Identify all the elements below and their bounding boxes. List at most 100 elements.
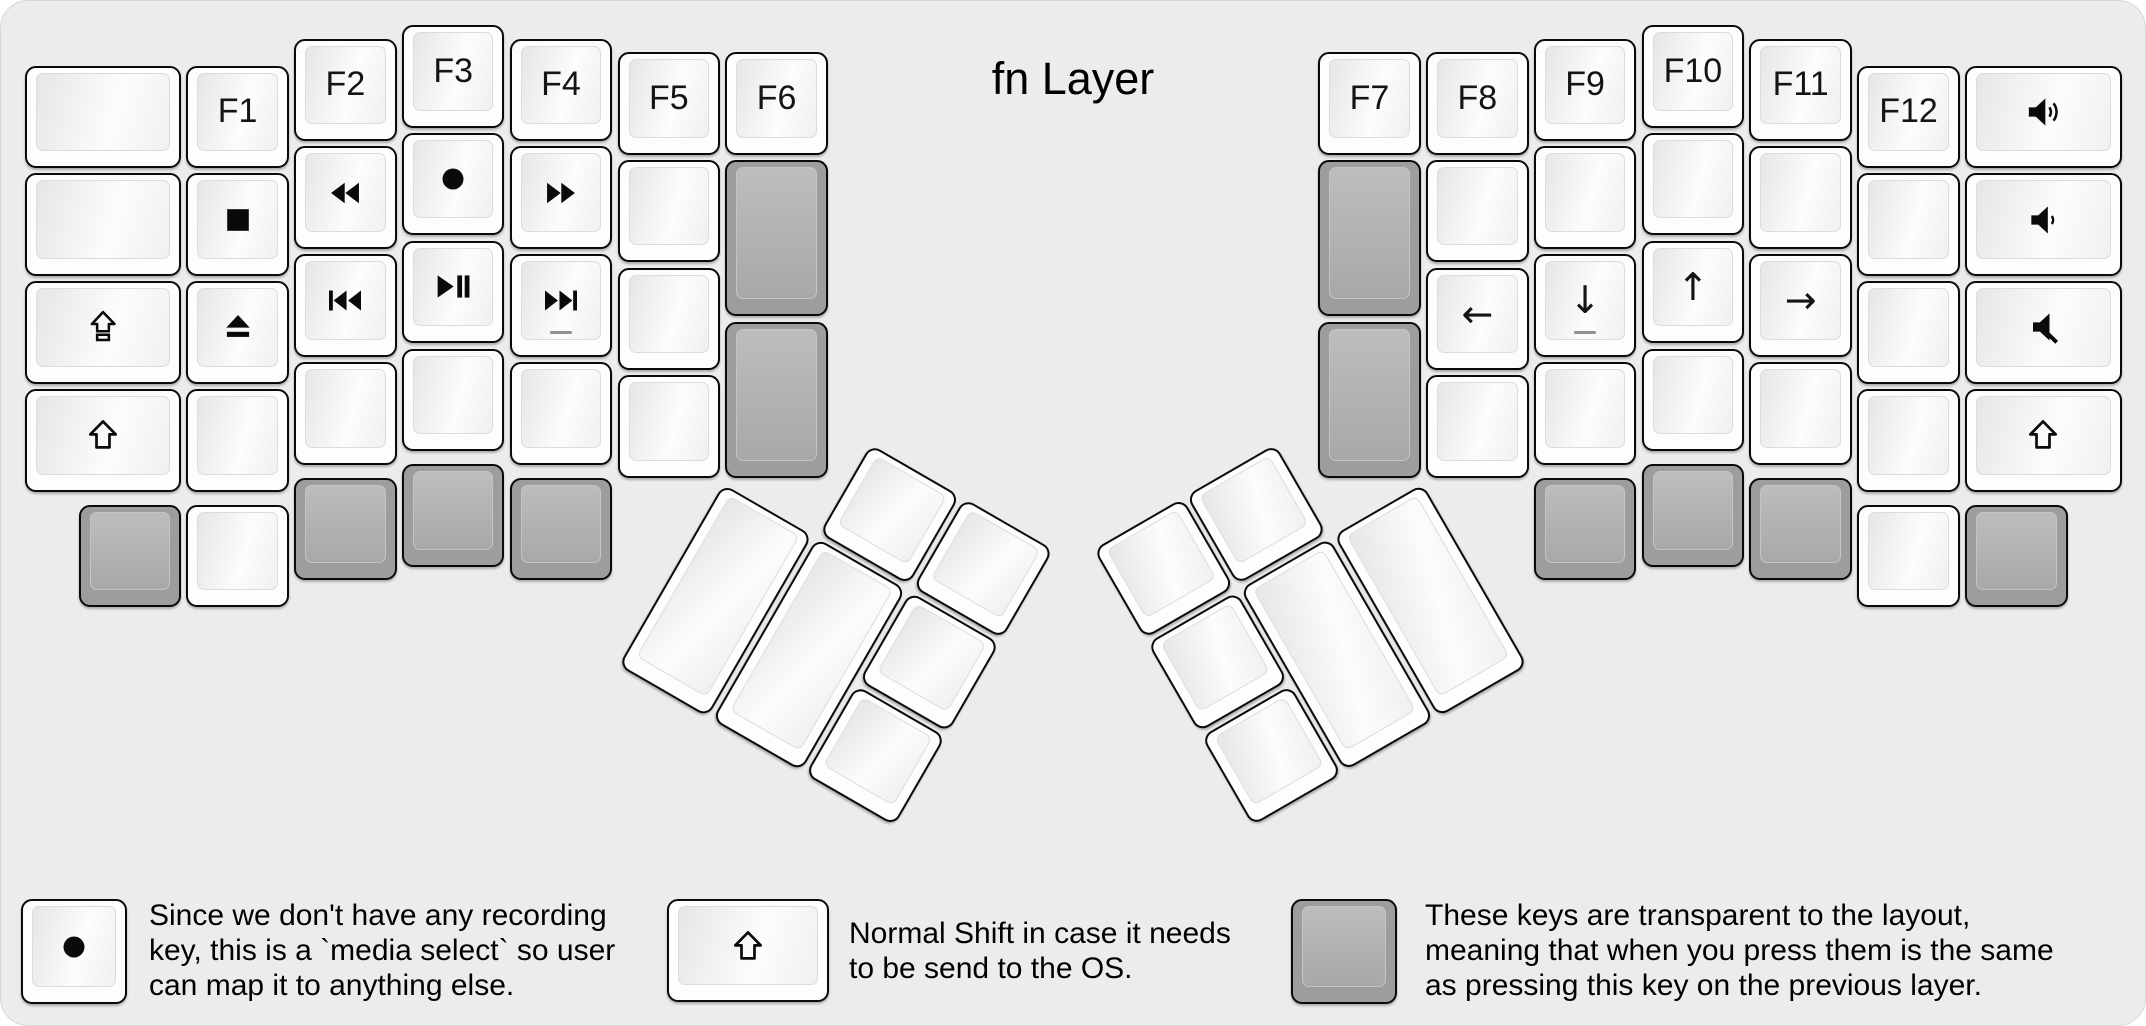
record-icon — [56, 929, 92, 965]
key-transparent[interactable] — [1318, 321, 1421, 479]
key-prev-track[interactable] — [294, 254, 397, 357]
key-blank[interactable] — [186, 388, 289, 492]
key-play-pause[interactable] — [401, 240, 505, 344]
key-fast-forward[interactable] — [509, 146, 613, 249]
key-stop[interactable] — [186, 173, 289, 276]
key-label: F4 — [541, 65, 581, 104]
keycap-face — [35, 72, 171, 152]
keycap-face: F7 — [1329, 59, 1410, 138]
key-mute[interactable] — [1965, 281, 2122, 384]
key-f9[interactable]: F9 — [1533, 38, 1637, 142]
key-transparent[interactable] — [1641, 464, 1745, 567]
key-f3[interactable]: F3 — [401, 25, 505, 128]
key-blank[interactable] — [1857, 173, 1960, 276]
key-transparent[interactable] — [725, 321, 828, 479]
key-label: F11 — [1772, 65, 1829, 104]
key-f11[interactable]: F11 — [1749, 38, 1852, 142]
key-blank[interactable] — [24, 173, 182, 276]
key-blank[interactable] — [1426, 159, 1529, 263]
key-blank[interactable] — [509, 361, 613, 465]
key-f6[interactable]: F6 — [725, 52, 828, 155]
keycap-face: ← — [1437, 274, 1518, 354]
caption-line: meaning that when you press them is the … — [1425, 934, 2054, 967]
eject-icon — [220, 309, 256, 345]
keycap-face: F10 — [1652, 32, 1734, 111]
keycap-face — [520, 261, 602, 340]
keycap-face: F12 — [1868, 72, 1949, 152]
key-eject[interactable] — [186, 281, 289, 384]
key-f12[interactable]: F12 — [1857, 65, 1960, 169]
key-f4[interactable]: F4 — [509, 38, 613, 142]
key-blank[interactable] — [1857, 281, 1960, 384]
key-arrow-up[interactable]: ↑ — [1641, 240, 1745, 344]
key-transparent[interactable] — [1749, 477, 1852, 581]
key-record[interactable] — [401, 132, 505, 236]
keycap-face — [628, 382, 710, 462]
key-caps-lock[interactable] — [24, 281, 182, 384]
prev-icon — [325, 282, 365, 319]
caption-line: to be send to the OS. — [849, 952, 1133, 985]
key-shift[interactable] — [1965, 388, 2122, 492]
keycap-face — [197, 395, 278, 475]
key-blank[interactable] — [1857, 504, 1960, 608]
key-label: → — [1784, 278, 1817, 323]
key-f5[interactable]: F5 — [617, 52, 721, 155]
keycap-face — [520, 153, 602, 232]
key-blank[interactable] — [186, 504, 289, 608]
keycap-face — [1437, 382, 1518, 462]
caption-line: key, this is a `media select` so user — [149, 934, 616, 967]
key-blank[interactable] — [617, 375, 721, 479]
key-blank[interactable] — [1533, 361, 1637, 465]
legend-transparent-keys-caption: These keys are transparent to the layout… — [1425, 898, 2054, 1003]
key-blank[interactable] — [1749, 146, 1852, 249]
key-blank[interactable] — [401, 348, 505, 452]
key-f8[interactable]: F8 — [1426, 52, 1529, 155]
keycap-face: F11 — [1760, 45, 1841, 125]
key-volume-down[interactable] — [1965, 173, 2122, 276]
key-transparent[interactable] — [78, 504, 182, 608]
key-f2[interactable]: F2 — [294, 38, 397, 142]
shift-icon — [729, 927, 767, 965]
key-blank[interactable] — [1641, 132, 1745, 236]
key-blank[interactable] — [617, 267, 721, 371]
key-blank[interactable] — [24, 65, 182, 169]
key-arrow-right[interactable]: → — [1749, 254, 1852, 357]
voldown-icon — [2023, 200, 2063, 240]
key-blank[interactable] — [294, 361, 397, 465]
keycap-face — [32, 906, 116, 987]
keycap-face: ↑ — [1652, 247, 1734, 327]
key-arrow-down[interactable]: ↓ — [1533, 254, 1637, 357]
key-transparent[interactable] — [509, 477, 613, 581]
keycap-face — [736, 166, 817, 300]
key-rewind[interactable] — [294, 146, 397, 249]
key-arrow-left[interactable]: ← — [1426, 267, 1529, 371]
key-blank[interactable] — [1533, 146, 1637, 249]
keycap-face — [305, 368, 386, 448]
keycap-face — [1976, 395, 2111, 475]
key-blank[interactable] — [1426, 375, 1529, 479]
volup-icon — [2023, 92, 2063, 132]
key-transparent[interactable] — [725, 159, 828, 317]
key-transparent[interactable] — [401, 464, 505, 567]
key-f7[interactable]: F7 — [1318, 52, 1421, 155]
keycap-face — [412, 471, 494, 550]
key-next-track[interactable] — [509, 254, 613, 357]
key-blank[interactable] — [1857, 388, 1960, 492]
ffwd-icon — [542, 174, 580, 212]
key-transparent[interactable] — [1318, 159, 1421, 317]
key-label: F6 — [756, 78, 797, 117]
key-transparent[interactable] — [1965, 504, 2068, 608]
key-blank[interactable] — [1641, 348, 1745, 452]
keycap-face: ↓ — [1544, 261, 1626, 340]
key-f10[interactable]: F10 — [1641, 25, 1745, 128]
key-transparent[interactable] — [294, 477, 397, 581]
rewind-icon — [326, 174, 364, 212]
key-blank[interactable] — [1749, 361, 1852, 465]
keycap-face — [520, 484, 602, 564]
key-volume-up[interactable] — [1965, 65, 2122, 169]
key-f1[interactable]: F1 — [186, 65, 289, 169]
key-blank[interactable] — [617, 159, 721, 263]
key-transparent[interactable] — [1533, 477, 1637, 581]
key-shift[interactable] — [24, 388, 182, 492]
